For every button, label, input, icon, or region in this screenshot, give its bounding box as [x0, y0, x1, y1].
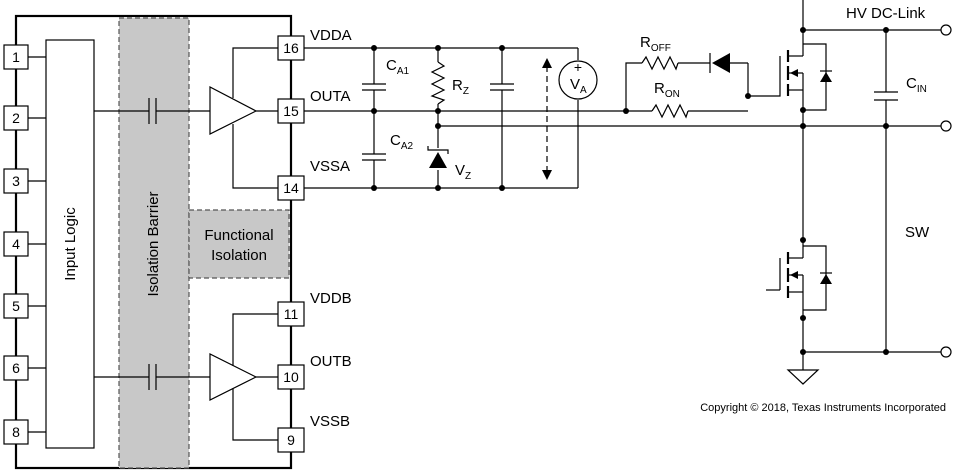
external-wiring — [304, 0, 945, 385]
terminal-ground — [940, 346, 952, 358]
terminal-hv-dc-link — [940, 24, 952, 36]
zener-diode-vz — [427, 146, 449, 168]
input-logic-label: Input Logic — [62, 207, 79, 281]
pin-15-label: 15 — [283, 103, 299, 119]
label-va: VA — [570, 76, 587, 96]
label-rz: RZ — [452, 77, 469, 97]
label-ron: RON — [654, 80, 680, 100]
label-ca2: CA2 — [390, 132, 414, 152]
pin-10-box — [277, 364, 305, 390]
pin-3-box — [3, 168, 29, 194]
va-polarity: + — [574, 59, 582, 75]
capacitor-cin — [874, 91, 898, 101]
pin-16-label: 16 — [283, 40, 299, 56]
label-ca1: CA1 — [386, 57, 410, 77]
net-label-vssa: VSSA — [310, 158, 350, 175]
functional-isolation-label-2: Isolation — [211, 247, 267, 264]
label-vz: VZ — [455, 162, 471, 182]
pin-14-label: 14 — [283, 180, 299, 196]
net-label-hv-dc-link: HV DC-Link — [846, 5, 926, 22]
pin-5-label: 5 — [12, 298, 20, 314]
channel-a-signal-path — [94, 47, 278, 189]
input-logic-block — [45, 39, 95, 449]
functional-isolation-label-1: Functional — [204, 227, 273, 244]
pin-4-box — [3, 231, 29, 257]
pin-2-box — [3, 105, 29, 131]
voltage-source-va — [558, 60, 598, 100]
net-label-vdda: VDDA — [310, 27, 352, 44]
capacitor-ca2 — [362, 153, 386, 161]
pin-8-label: 8 — [12, 424, 20, 440]
pin-2-label: 2 — [12, 110, 20, 126]
pin-10-label: 10 — [283, 369, 299, 385]
label-cin: CIN — [906, 75, 927, 95]
pin-1-label: 1 — [12, 49, 20, 65]
pin-9-box — [277, 427, 305, 453]
pin-5-box — [3, 293, 29, 319]
ground-symbol — [786, 369, 820, 385]
functional-isolation-block — [188, 209, 290, 279]
pin-8-box — [3, 419, 29, 445]
pin-11-label: 11 — [284, 306, 299, 322]
diode-off-path — [709, 53, 730, 73]
isolation-barrier-label: Isolation Barrier — [145, 191, 162, 296]
channel-b-signal-path — [94, 313, 278, 441]
junction-dots — [371, 27, 889, 355]
pin-11-box — [277, 301, 305, 327]
capacitor-bypass — [490, 83, 514, 91]
net-label-sw: SW — [905, 224, 930, 241]
pin-4-label: 4 — [12, 236, 20, 252]
isolation-barrier-block — [118, 17, 190, 469]
resistor-ron — [651, 103, 689, 119]
pin-1-box — [3, 44, 29, 70]
left-pin-group: 1 2 3 4 5 6 8 — [3, 44, 46, 445]
copyright-notice: Copyright © 2018, Texas Instruments Inco… — [700, 402, 946, 414]
pin-6-label: 6 — [12, 360, 20, 376]
pin-6-box — [3, 355, 29, 381]
net-label-outb: OUTB — [310, 353, 352, 370]
pin-3-label: 3 — [12, 173, 20, 189]
pin-9-label: 9 — [287, 432, 295, 448]
capacitor-ca1 — [362, 83, 386, 91]
resistor-roff — [641, 55, 679, 71]
terminal-sw — [940, 120, 952, 132]
net-label-vddb: VDDB — [310, 290, 352, 307]
net-label-vssb: VSSB — [310, 413, 350, 430]
resistor-rz — [430, 61, 446, 105]
driver-a-buffer — [209, 86, 258, 135]
label-roff: ROFF — [640, 34, 671, 54]
net-label-outa: OUTA — [310, 88, 351, 105]
mosfet-high-side — [779, 30, 832, 111]
va-dashed-arrow — [542, 58, 552, 180]
mosfet-low-side — [766, 240, 832, 318]
